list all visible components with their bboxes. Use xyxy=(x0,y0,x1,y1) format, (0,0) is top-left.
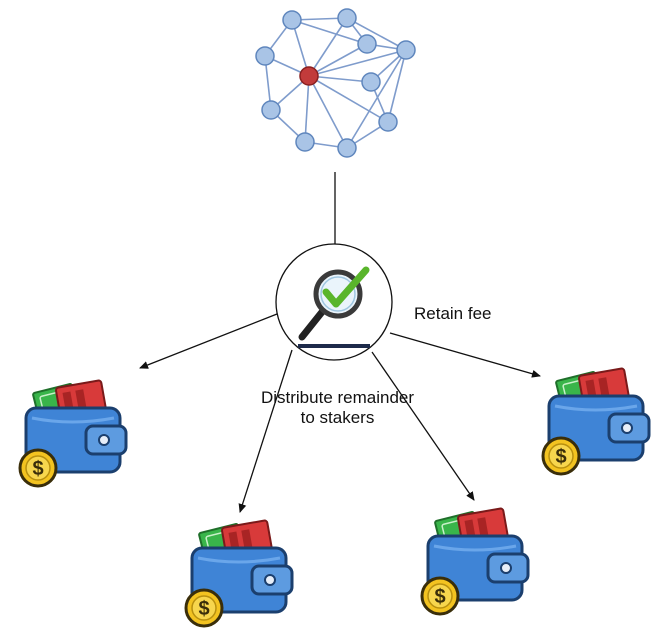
arrow-to-wallet-left xyxy=(139,313,278,369)
wallet-icon xyxy=(541,366,651,476)
network-graph-icon xyxy=(255,8,416,158)
distribute-label-line2: to stakers xyxy=(300,408,375,427)
wallet-icon xyxy=(420,506,530,616)
distribute-label-line1: Distribute remainder xyxy=(260,388,415,407)
retain-fee-label: Retain fee xyxy=(414,304,492,323)
arrow-to-wallet-right xyxy=(389,332,541,378)
arrow-to-wallet-bottom-left xyxy=(238,349,293,513)
wallet-icon xyxy=(18,378,128,488)
magnifier-check-icon xyxy=(275,243,393,361)
wallet-icon xyxy=(184,518,294,628)
distribute-label: Distribute remainder to stakers xyxy=(250,388,425,428)
arrow-to-wallet-bottom-right xyxy=(371,351,475,501)
